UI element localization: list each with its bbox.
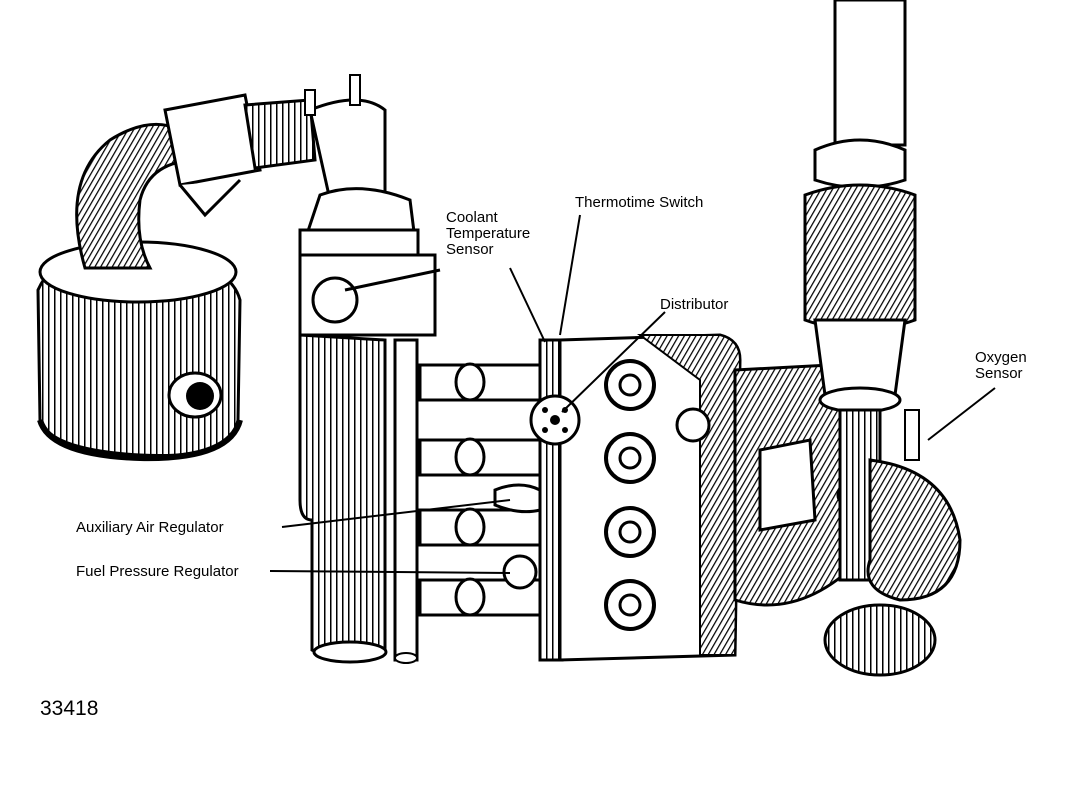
distributor-label: Distributor: [660, 296, 729, 313]
intake-plenum: [298, 187, 441, 664]
intake-runners: [418, 362, 547, 617]
coolant-temperature-sensor-label: Coolant Temperature Sensor: [446, 209, 531, 258]
auxiliary-air-regulator-label: Auxiliary Air Regulator: [76, 519, 224, 536]
leader-lines: [269, 214, 996, 574]
fuel-pressure-regulator-label: Fuel Pressure Regulator: [76, 563, 239, 580]
air-cleaner: [36, 240, 243, 462]
engine-block: [529, 333, 742, 662]
intake-hose: [75, 74, 387, 270]
oxygen-sensor-label: Oxygen Sensor: [975, 349, 1027, 382]
figure-number: 33418: [40, 697, 99, 720]
catalytic-converter: [803, 0, 962, 677]
thermotime-switch-label: Thermotime Switch: [575, 194, 704, 211]
